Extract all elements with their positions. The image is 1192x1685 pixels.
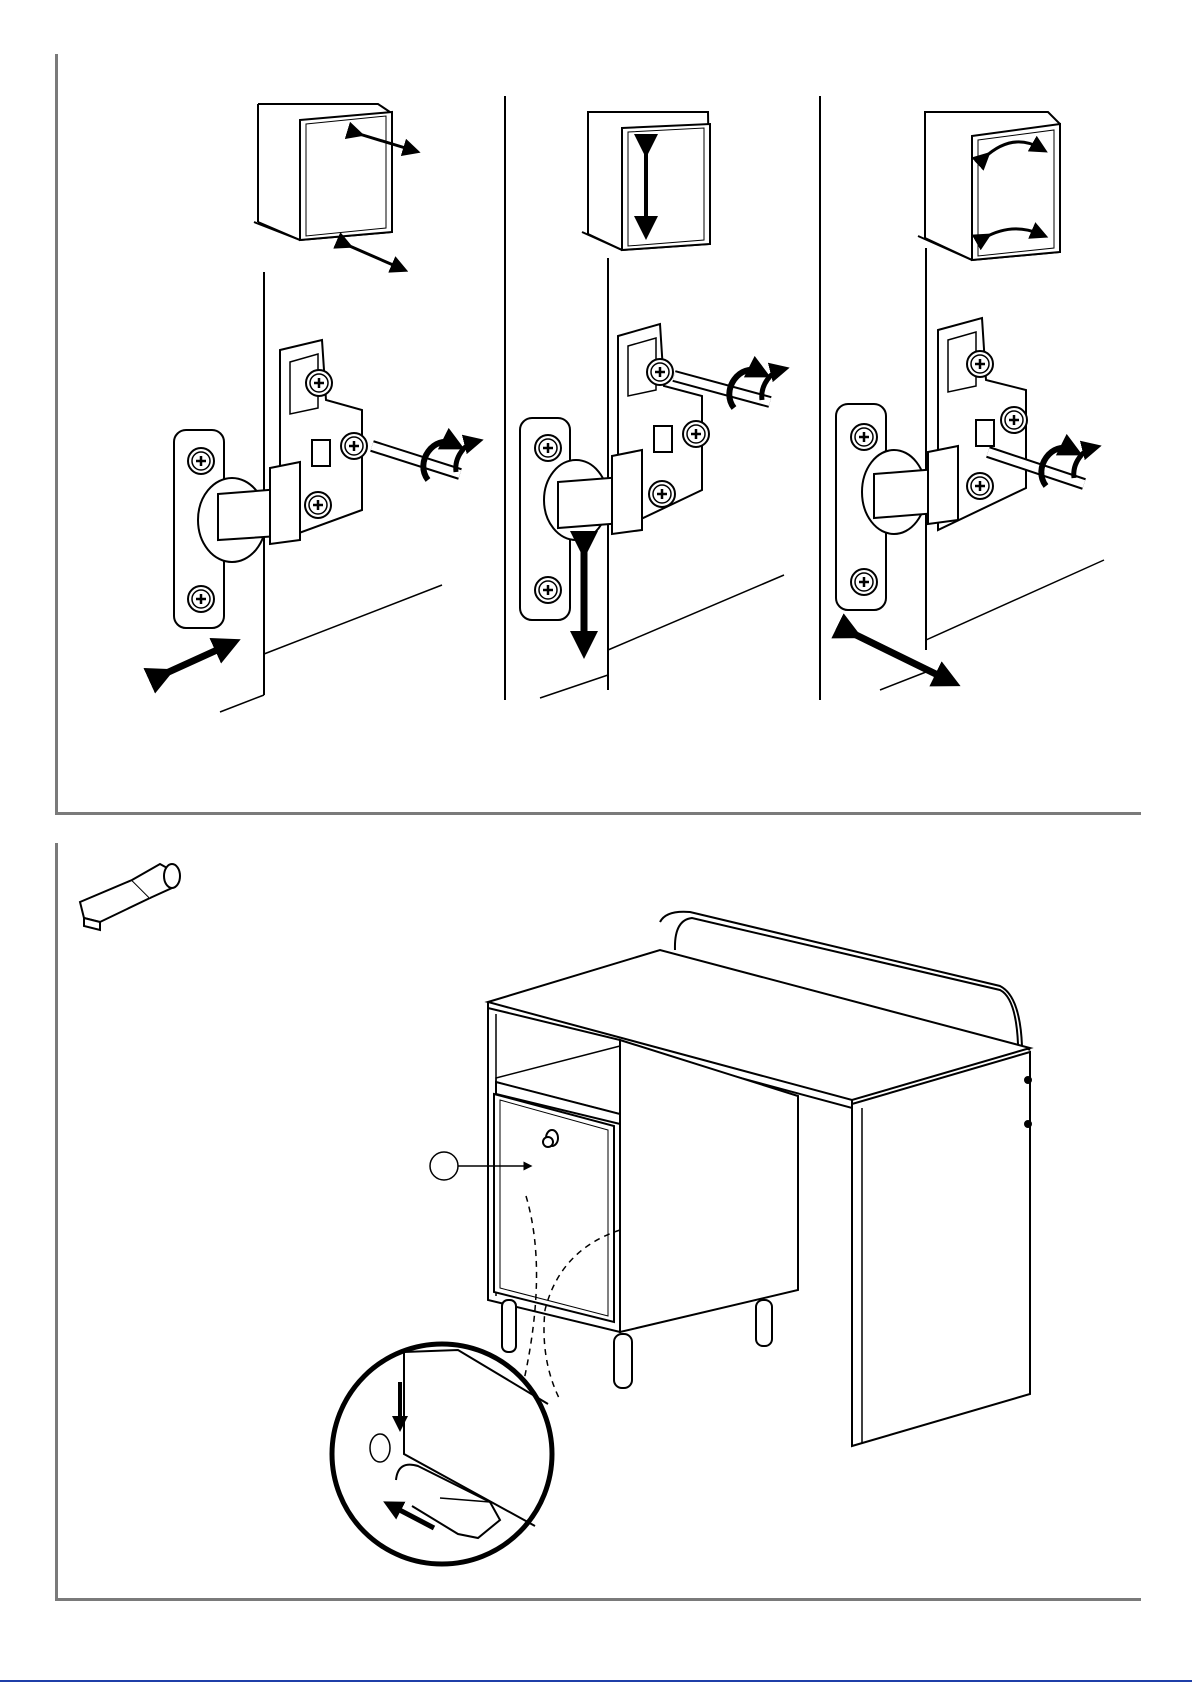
door-thumbnail xyxy=(582,112,710,250)
magnified-detail-circle-icon xyxy=(332,1344,552,1564)
desk-drawing xyxy=(488,912,1031,1446)
horizontal-double-arrow-icon xyxy=(162,645,228,675)
shelf-support-pin-icon xyxy=(80,864,180,930)
hinge-panel-depth xyxy=(162,104,474,712)
door-thumbnail xyxy=(918,112,1060,260)
hinge-panel-height xyxy=(520,112,784,698)
footer-bar xyxy=(0,1680,1192,1682)
diagonal-double-arrows-icon xyxy=(345,244,400,268)
hinge-panel-side xyxy=(836,112,1104,690)
door-thumbnail xyxy=(254,104,412,268)
diagonal-double-arrow-icon xyxy=(850,632,948,680)
